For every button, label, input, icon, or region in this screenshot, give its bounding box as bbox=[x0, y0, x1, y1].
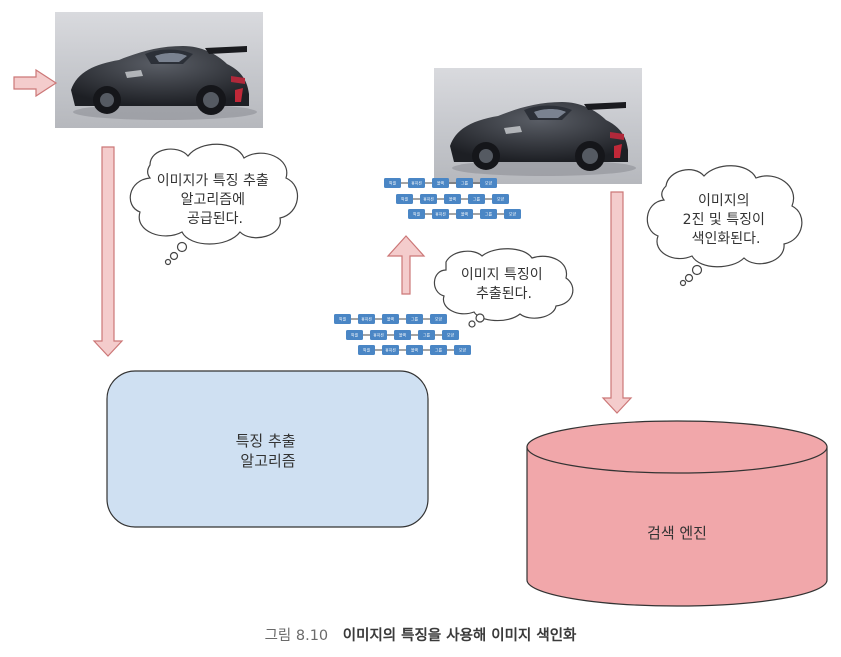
search-engine-cylinder: 검색 엔진 bbox=[527, 421, 827, 606]
input-arrow bbox=[14, 70, 56, 96]
feature-chip-label: 픽셀 bbox=[401, 197, 408, 202]
bubble-extract: 이미지 특징이 추출된다. bbox=[434, 249, 572, 327]
feature-chip-label: 블랙 bbox=[411, 348, 418, 353]
down-arrow-to-engine bbox=[603, 192, 631, 413]
bubble-supply-line-3: 공급된다. bbox=[187, 211, 243, 227]
up-arrow-features bbox=[388, 236, 424, 294]
feature-chip-label: 블랙 bbox=[437, 181, 444, 186]
feature-chip-row: 픽셀 휴지션 블랙 그룹 모양 bbox=[396, 194, 509, 204]
feature-chip-label: 휴지션 bbox=[361, 317, 372, 322]
engine-label: 검색 엔진 bbox=[647, 524, 707, 542]
feature-chip-label: 모양 bbox=[447, 333, 454, 338]
algorithm-box: 특징 추출 알고리즘 bbox=[107, 371, 428, 527]
bubble-supply-line-2: 알고리즘에 bbox=[181, 192, 245, 208]
feature-chip-label: 모양 bbox=[485, 181, 492, 186]
feature-chip-label: 휴지션 bbox=[373, 333, 384, 338]
bubble-supply-line-1: 이미지가 특징 추출 bbox=[157, 173, 269, 189]
feature-chip-label: 픽셀 bbox=[339, 317, 346, 322]
feature-chip-label: 그룹 bbox=[485, 212, 492, 217]
down-arrow-to-algorithm bbox=[94, 147, 122, 356]
algorithm-label-line-1: 특징 추출 bbox=[236, 432, 296, 450]
feature-chip-label: 휴지션 bbox=[435, 212, 446, 217]
algorithm-label-line-2: 알고리즘 bbox=[240, 452, 295, 470]
feature-chip-label: 픽셀 bbox=[413, 212, 420, 217]
feature-chip-label: 픽셀 bbox=[363, 348, 370, 353]
caption-title: 이미지의 특징을 사용해 이미지 색인화 bbox=[343, 628, 577, 644]
feature-chip-label: 픽셀 bbox=[351, 333, 358, 338]
bubble-index-line-3: 색인화된다. bbox=[692, 231, 761, 247]
figure-caption: 그림 8.10 이미지의 특징을 사용해 이미지 색인화 bbox=[0, 624, 841, 645]
feature-chip-label: 그룹 bbox=[473, 197, 480, 202]
feature-chip-row: 픽셀 휴지션 블랙 그룹 모양 bbox=[346, 330, 459, 340]
bubble-index: 이미지의 2진 및 특징이 색인화된다. bbox=[647, 166, 802, 286]
bubble-index-line-1: 이미지의 bbox=[698, 193, 750, 209]
feature-chip-label: 모양 bbox=[435, 317, 442, 322]
feature-chip-label: 모양 bbox=[509, 212, 516, 217]
caption-number: 그림 8.10 bbox=[265, 628, 329, 644]
feature-chip-label: 블랙 bbox=[461, 212, 468, 217]
bubble-extract-line-1: 이미지 특징이 bbox=[461, 267, 543, 283]
bubble-index-line-2: 2진 및 특징이 bbox=[683, 212, 765, 228]
feature-chip-label: 휴지션 bbox=[385, 348, 396, 353]
feature-chip-label: 블랙 bbox=[399, 333, 406, 338]
feature-chip-row: 픽셀 휴지션 블랙 그룹 모양 bbox=[334, 314, 447, 324]
feature-chip-label: 블랙 bbox=[387, 317, 394, 322]
feature-chip-row: 픽셀 휴지션 블랙 그룹 모양 bbox=[384, 178, 497, 188]
car-image-indexed bbox=[434, 68, 642, 184]
feature-chip-label: 모양 bbox=[459, 348, 466, 353]
feature-chip-label: 휴지션 bbox=[411, 181, 422, 186]
feature-chip-label: 휴지션 bbox=[423, 197, 434, 202]
feature-chip-label: 모양 bbox=[497, 197, 504, 202]
feature-chip-label: 블랙 bbox=[449, 197, 456, 202]
feature-chip-label: 그룹 bbox=[423, 333, 430, 338]
feature-chip-row: 픽셀 휴지션 블랙 그룹 모양 bbox=[408, 209, 521, 219]
feature-chip-label: 그룹 bbox=[435, 348, 442, 353]
feature-chip-label: 그룹 bbox=[461, 181, 468, 186]
feature-chip-row: 픽셀 휴지션 블랙 그룹 모양 bbox=[358, 345, 471, 355]
feature-chip-label: 그룹 bbox=[411, 317, 418, 322]
bubble-supply: 이미지가 특징 추출 알고리즘에 공급된다. bbox=[130, 144, 297, 264]
bubble-extract-line-2: 추출된다. bbox=[476, 286, 532, 302]
car-image-input bbox=[55, 12, 263, 128]
feature-chip-label: 픽셀 bbox=[389, 181, 396, 186]
